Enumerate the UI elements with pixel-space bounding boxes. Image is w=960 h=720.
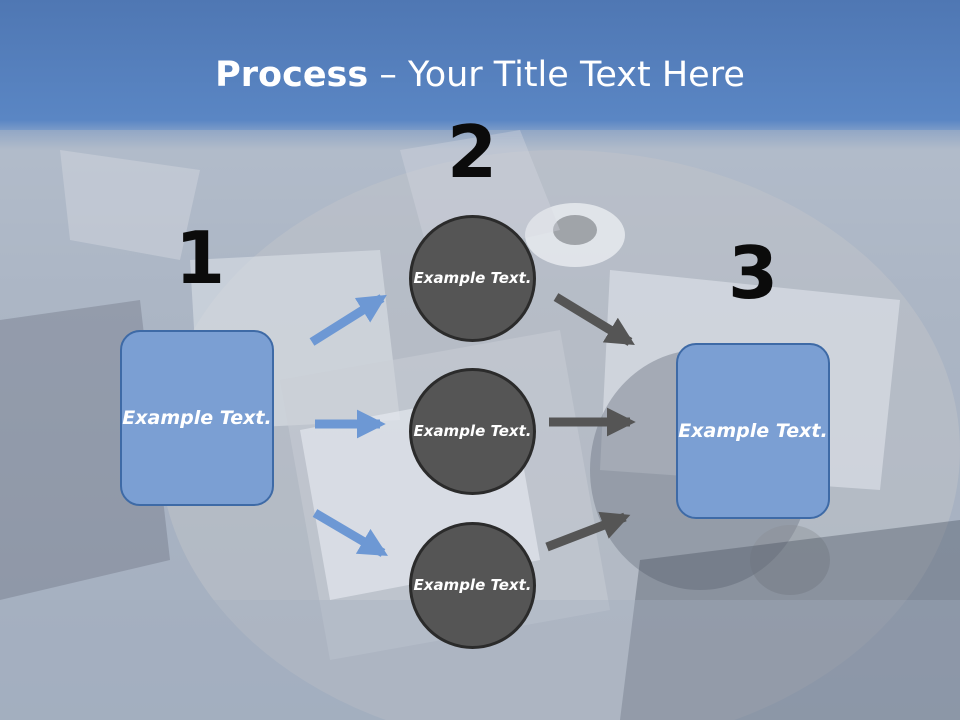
top-circle: Example Text. <box>409 215 536 342</box>
arrow-bottom-to-right <box>545 511 631 552</box>
step-number-2: 2 <box>446 110 498 194</box>
title-bold: Process <box>215 55 369 95</box>
arrow-left-to-top <box>309 294 387 346</box>
title-rest: – Your Title Text Here <box>368 55 745 95</box>
slide-title: Process – Your Title Text Here <box>0 52 960 98</box>
step-number-3: 3 <box>727 231 779 315</box>
arrow-left-to-bottom <box>312 509 388 557</box>
bottom-circle: Example Text. <box>409 522 536 649</box>
arrow-top-to-right <box>553 293 635 346</box>
step-number-1: 1 <box>174 216 226 300</box>
middle-circle: Example Text. <box>409 368 536 495</box>
left-text-box: Example Text. <box>120 330 274 506</box>
right-text-box: Example Text. <box>676 343 830 519</box>
